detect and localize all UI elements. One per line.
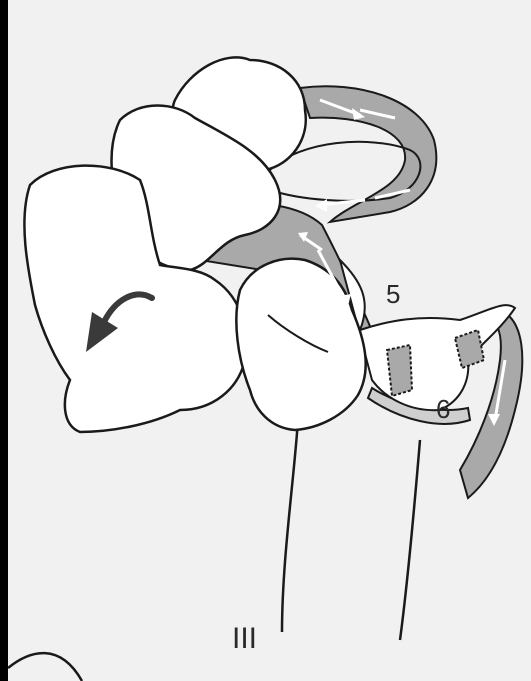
label-5: 5 <box>386 279 400 309</box>
figure-numeral: III <box>232 622 257 655</box>
label-6: 6 <box>436 394 450 424</box>
frayed-end-left <box>387 345 412 396</box>
